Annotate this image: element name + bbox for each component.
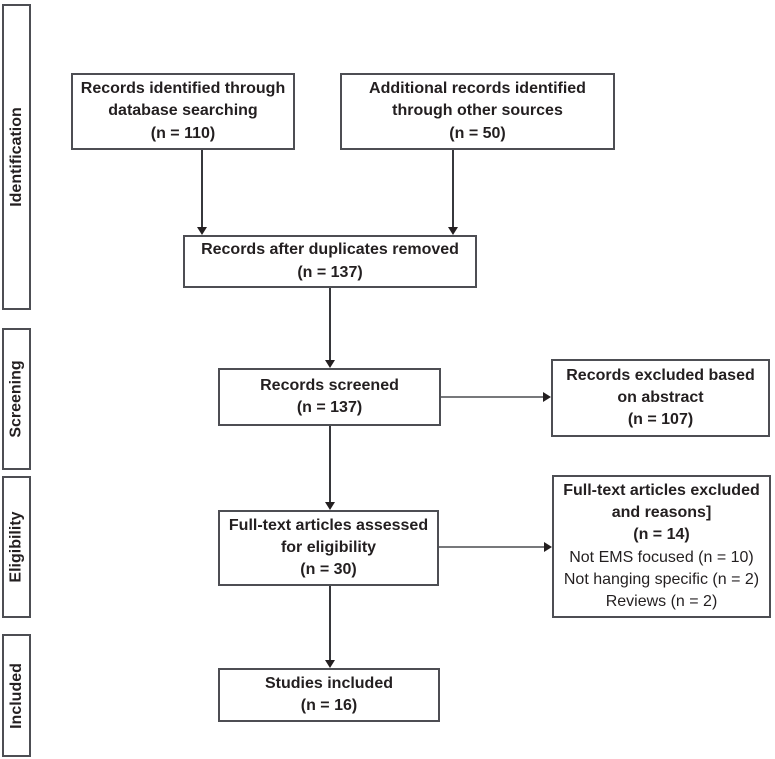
node-fulltext-assessed-text: Full-text articles assessed for eligibil… — [228, 516, 429, 579]
node-records-excluded-abstract-text: Records excluded based on abstract (n = … — [566, 366, 755, 429]
node-duplicates-removed-text: Records after duplicates removed (n = 13… — [201, 241, 459, 281]
arrow-screened-to-fulltext — [325, 426, 335, 510]
arrow-other-sources-to-dedup — [448, 150, 458, 235]
stage-included: Included — [2, 634, 31, 757]
node-fulltext-excluded-heading: Full-text articles excluded and reasons]… — [563, 482, 760, 544]
node-studies-included-text: Studies included (n = 16) — [264, 674, 393, 714]
node-fulltext-excluded-content: Full-text articles excluded and reasons]… — [563, 480, 760, 612]
node-records-screened: Records screened (n = 137) — [218, 368, 441, 426]
stage-screening-label: Screening — [7, 360, 25, 438]
arrow-db-search-to-dedup — [197, 150, 207, 235]
arrow-fulltext-to-studies-included — [325, 586, 335, 668]
node-additional-records: Additional records identified through ot… — [340, 73, 615, 150]
arrow-screened-to-excluded-abstract — [441, 392, 551, 402]
node-fulltext-excluded: Full-text articles excluded and reasons]… — [552, 475, 771, 618]
node-records-excluded-abstract: Records excluded based on abstract (n = … — [551, 359, 770, 437]
stage-screening: Screening — [2, 328, 31, 470]
arrow-fulltext-to-fulltext-excluded — [439, 542, 552, 552]
node-fulltext-assessed: Full-text articles assessed for eligibil… — [218, 510, 439, 586]
node-records-database-searching: Records identified through database sear… — [71, 73, 295, 150]
stage-identification: Identification — [2, 4, 31, 310]
stage-included-label: Included — [7, 662, 25, 729]
node-additional-records-text: Additional records identified through ot… — [369, 80, 586, 142]
stage-eligibility: Eligibility — [2, 476, 31, 618]
node-records-screened-text: Records screened (n = 137) — [260, 376, 399, 416]
node-records-database-searching-text: Records identified through database sear… — [80, 80, 286, 142]
arrow-dedup-to-screened — [325, 288, 335, 368]
stage-eligibility-label: Eligibility — [7, 511, 25, 583]
stage-identification-label: Identification — [7, 107, 25, 207]
node-duplicates-removed: Records after duplicates removed (n = 13… — [183, 235, 477, 288]
node-studies-included: Studies included (n = 16) — [218, 668, 440, 722]
node-fulltext-excluded-reasons: Not EMS focused (n = 10) Not hanging spe… — [563, 548, 760, 610]
